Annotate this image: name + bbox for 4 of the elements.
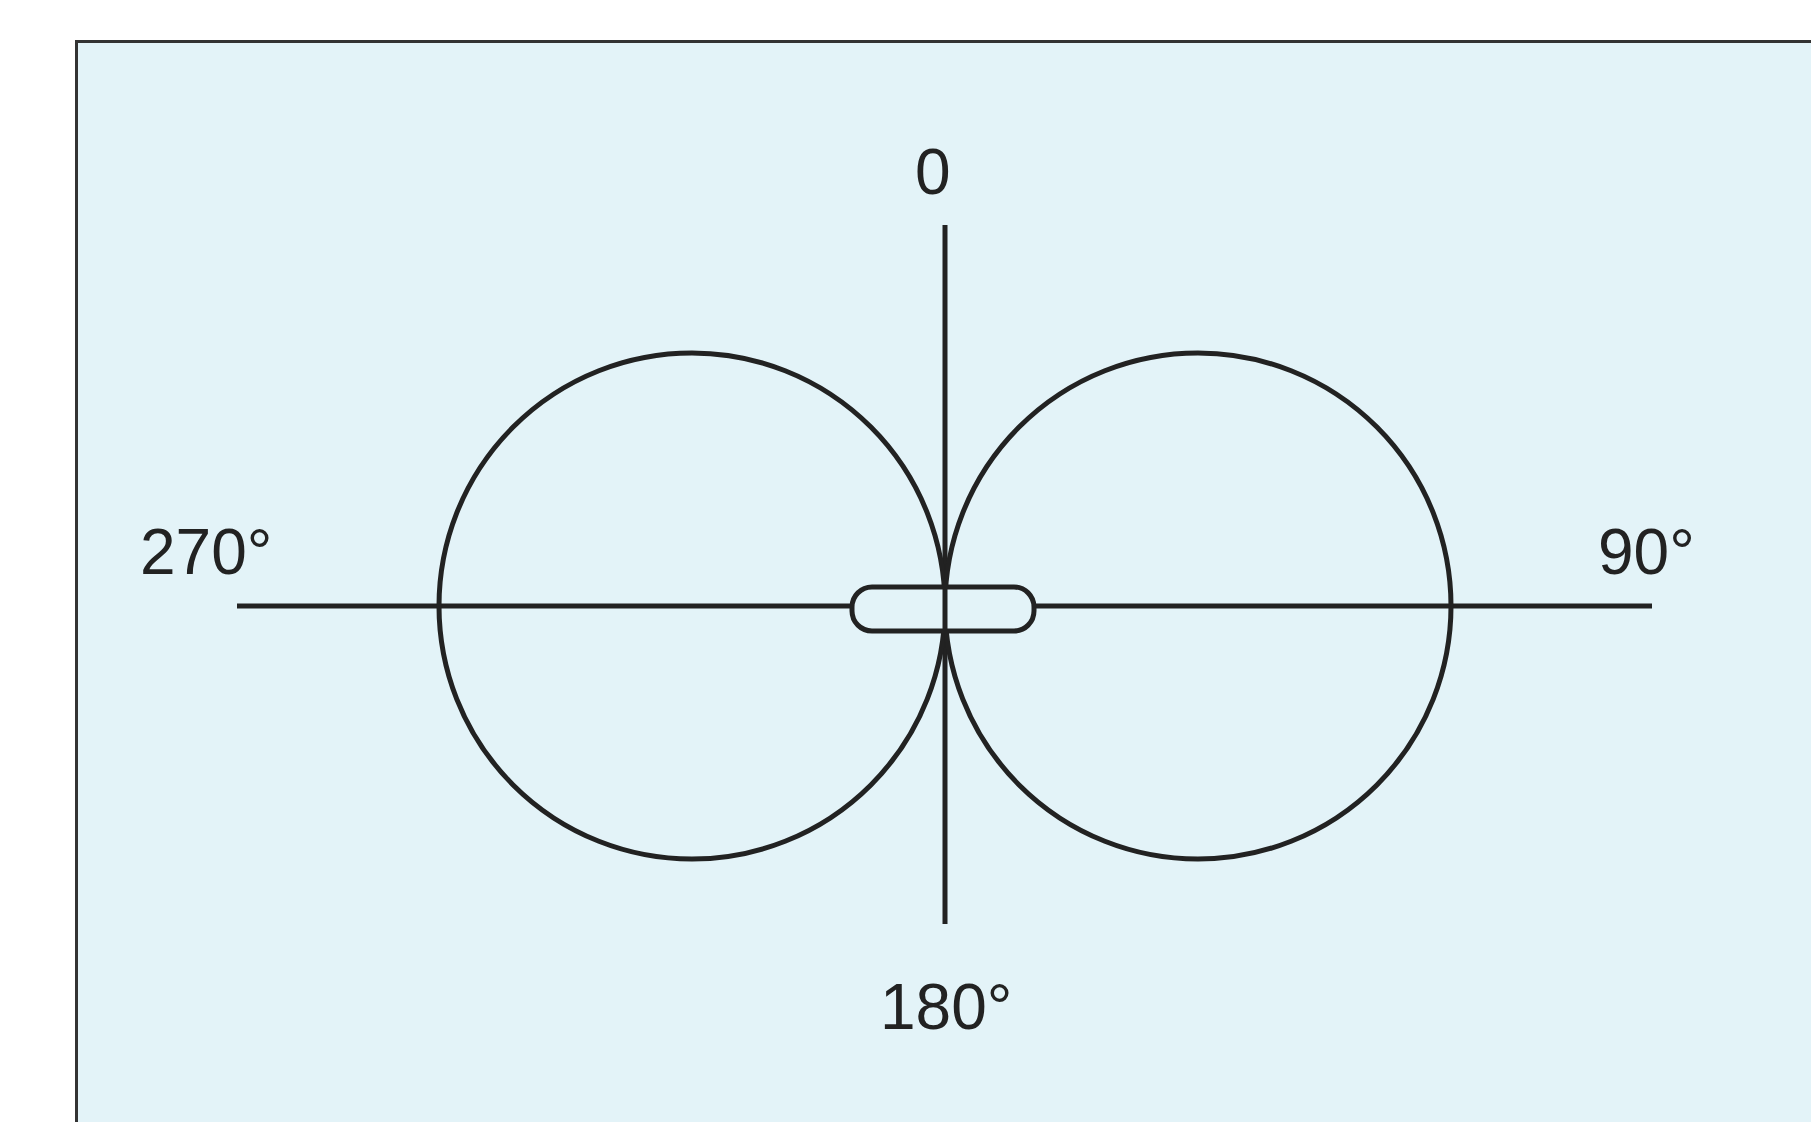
- angle-label: 90°: [1598, 520, 1695, 584]
- angle-label: 270°: [140, 520, 273, 584]
- angle-label: 180°: [880, 975, 1013, 1039]
- angle-label: 0: [915, 140, 951, 204]
